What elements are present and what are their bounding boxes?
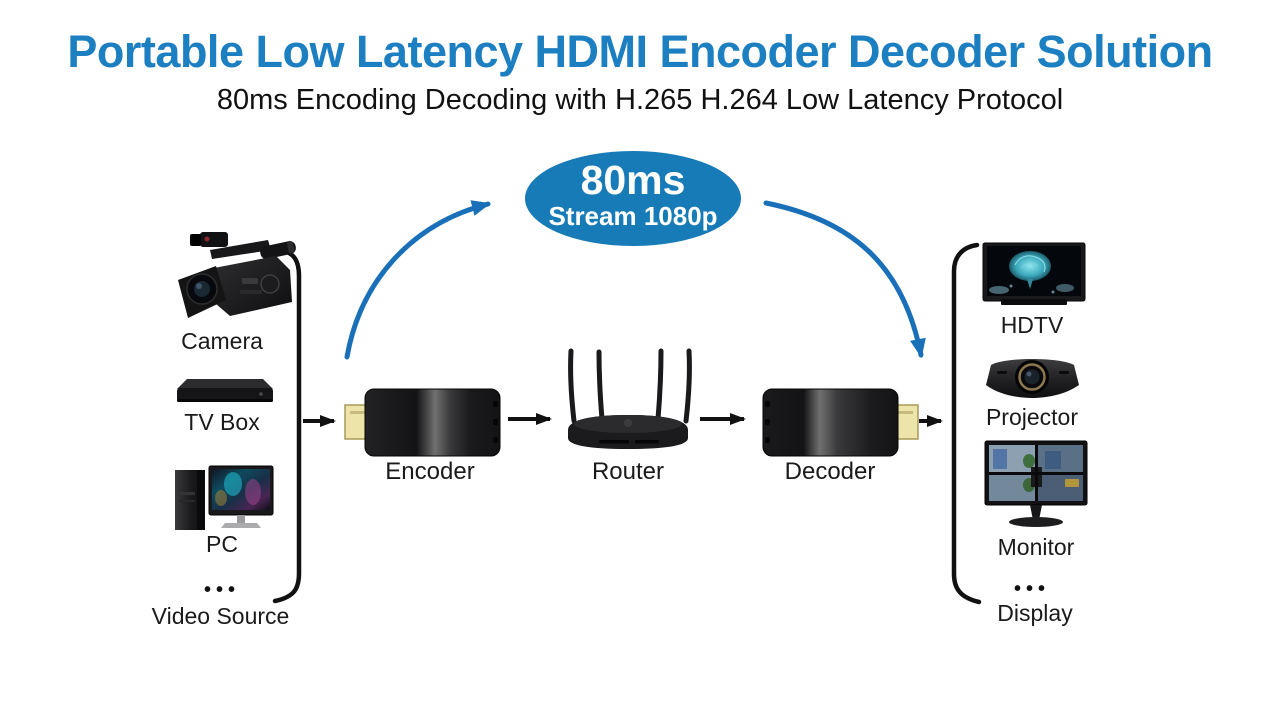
page-subtitle: 80ms Encoding Decoding with H.265 H.264 … (216, 84, 1064, 116)
camera-label: Camera (181, 328, 263, 354)
monitor-icon (984, 440, 1088, 527)
arrow-badge-to-displays (763, 200, 926, 358)
router-label: Router (591, 458, 665, 485)
monitor-label: Monitor (997, 534, 1075, 560)
projector-label: Projector (985, 404, 1079, 430)
tvbox-label: TV Box (184, 409, 260, 435)
video-source-label: Video Source (151, 603, 290, 629)
sources-bracket (272, 248, 302, 604)
projector-icon (986, 359, 1079, 398)
latency-value: 80ms (580, 157, 686, 203)
router-icon (568, 348, 692, 449)
latency-badge: 80ms Stream 1080p (525, 151, 741, 246)
hdtv-icon (982, 242, 1086, 305)
tv-box-icon (177, 379, 273, 402)
hdtv-label: HDTV (1000, 312, 1064, 338)
displays-bracket (951, 242, 982, 605)
encoder-label: Encoder (385, 458, 475, 485)
encoder-dongle-icon (344, 388, 501, 457)
pc-label: PC (206, 531, 238, 557)
pc-icon (175, 465, 274, 530)
displays-ellipsis: ••• (1013, 578, 1050, 600)
decoder-dongle-icon (762, 388, 919, 457)
latency-detail: Stream 1080p (548, 201, 718, 232)
display-label: Display (997, 600, 1073, 626)
arrow-encoder-to-badge (344, 200, 491, 360)
sources-ellipsis: ••• (203, 579, 240, 601)
camcorder-icon (178, 232, 296, 318)
decoder-label: Decoder (784, 458, 876, 485)
page-title: Portable Low Latency HDMI Encoder Decode… (67, 26, 1213, 77)
